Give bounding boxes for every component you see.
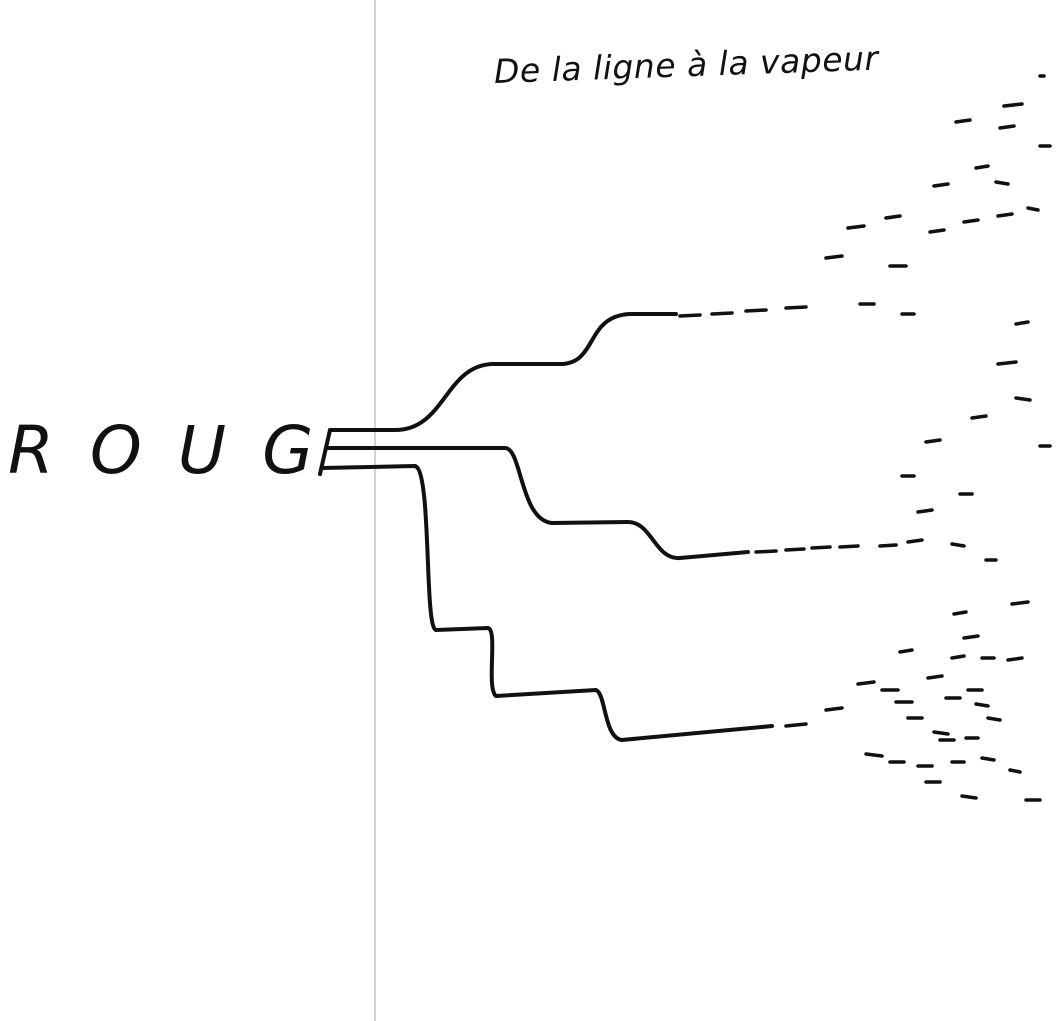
vapor-dash xyxy=(1028,208,1038,210)
vapor-dash xyxy=(858,682,874,684)
vapor-dash xyxy=(848,226,864,228)
vapor-dash xyxy=(1016,398,1030,400)
vapor-dash xyxy=(928,676,942,678)
vapor-dash xyxy=(886,216,900,218)
vapor-dash xyxy=(680,315,700,316)
vapor-dash xyxy=(988,718,1000,720)
vapor-dash xyxy=(962,796,976,798)
vapor-dash xyxy=(880,545,896,546)
vapor-dash xyxy=(976,704,988,706)
vapor-dash xyxy=(1016,322,1028,324)
vapor-dash xyxy=(1010,770,1020,772)
vapor-dash xyxy=(930,230,944,232)
vapor-dash xyxy=(964,220,978,222)
vapor-dash xyxy=(964,636,978,638)
vapor-dash xyxy=(900,650,912,652)
vapor-dash xyxy=(918,510,932,512)
vapor-dash xyxy=(996,182,1008,184)
vapor-dash xyxy=(998,362,1016,364)
vapor-dash xyxy=(812,547,830,548)
vapor-dash xyxy=(786,307,806,308)
vapor-dash xyxy=(952,656,964,658)
vapor-dash xyxy=(972,416,986,418)
branch-line-bottom xyxy=(322,466,772,740)
vapor-dash xyxy=(786,724,806,726)
vapor-dash xyxy=(954,612,966,614)
vapor-dash xyxy=(1008,658,1022,660)
branch-line-top xyxy=(330,314,676,430)
vapor-dash xyxy=(1004,104,1022,106)
vapor-dash xyxy=(934,184,948,186)
vapor-dash xyxy=(998,214,1012,216)
vapor-dash xyxy=(982,758,994,760)
vapor-dash xyxy=(1000,126,1014,128)
vapor-dash xyxy=(756,551,776,552)
vapor-dash xyxy=(956,120,970,122)
branch-line-middle xyxy=(326,448,748,558)
vapor-dash xyxy=(952,544,964,546)
vapor-dash xyxy=(866,754,882,756)
vapor-dash xyxy=(826,708,842,710)
vapor-dash xyxy=(908,540,922,542)
vapor-dash xyxy=(934,732,948,734)
vapor-dash xyxy=(1012,602,1028,604)
vapor-dash xyxy=(976,166,988,168)
vapor-dash xyxy=(786,549,804,550)
vapor-dash xyxy=(926,440,940,442)
vapor-dash xyxy=(746,310,766,311)
vapor-dash xyxy=(840,546,858,547)
vapor-dash xyxy=(826,256,842,258)
vapor-dash xyxy=(712,313,732,314)
